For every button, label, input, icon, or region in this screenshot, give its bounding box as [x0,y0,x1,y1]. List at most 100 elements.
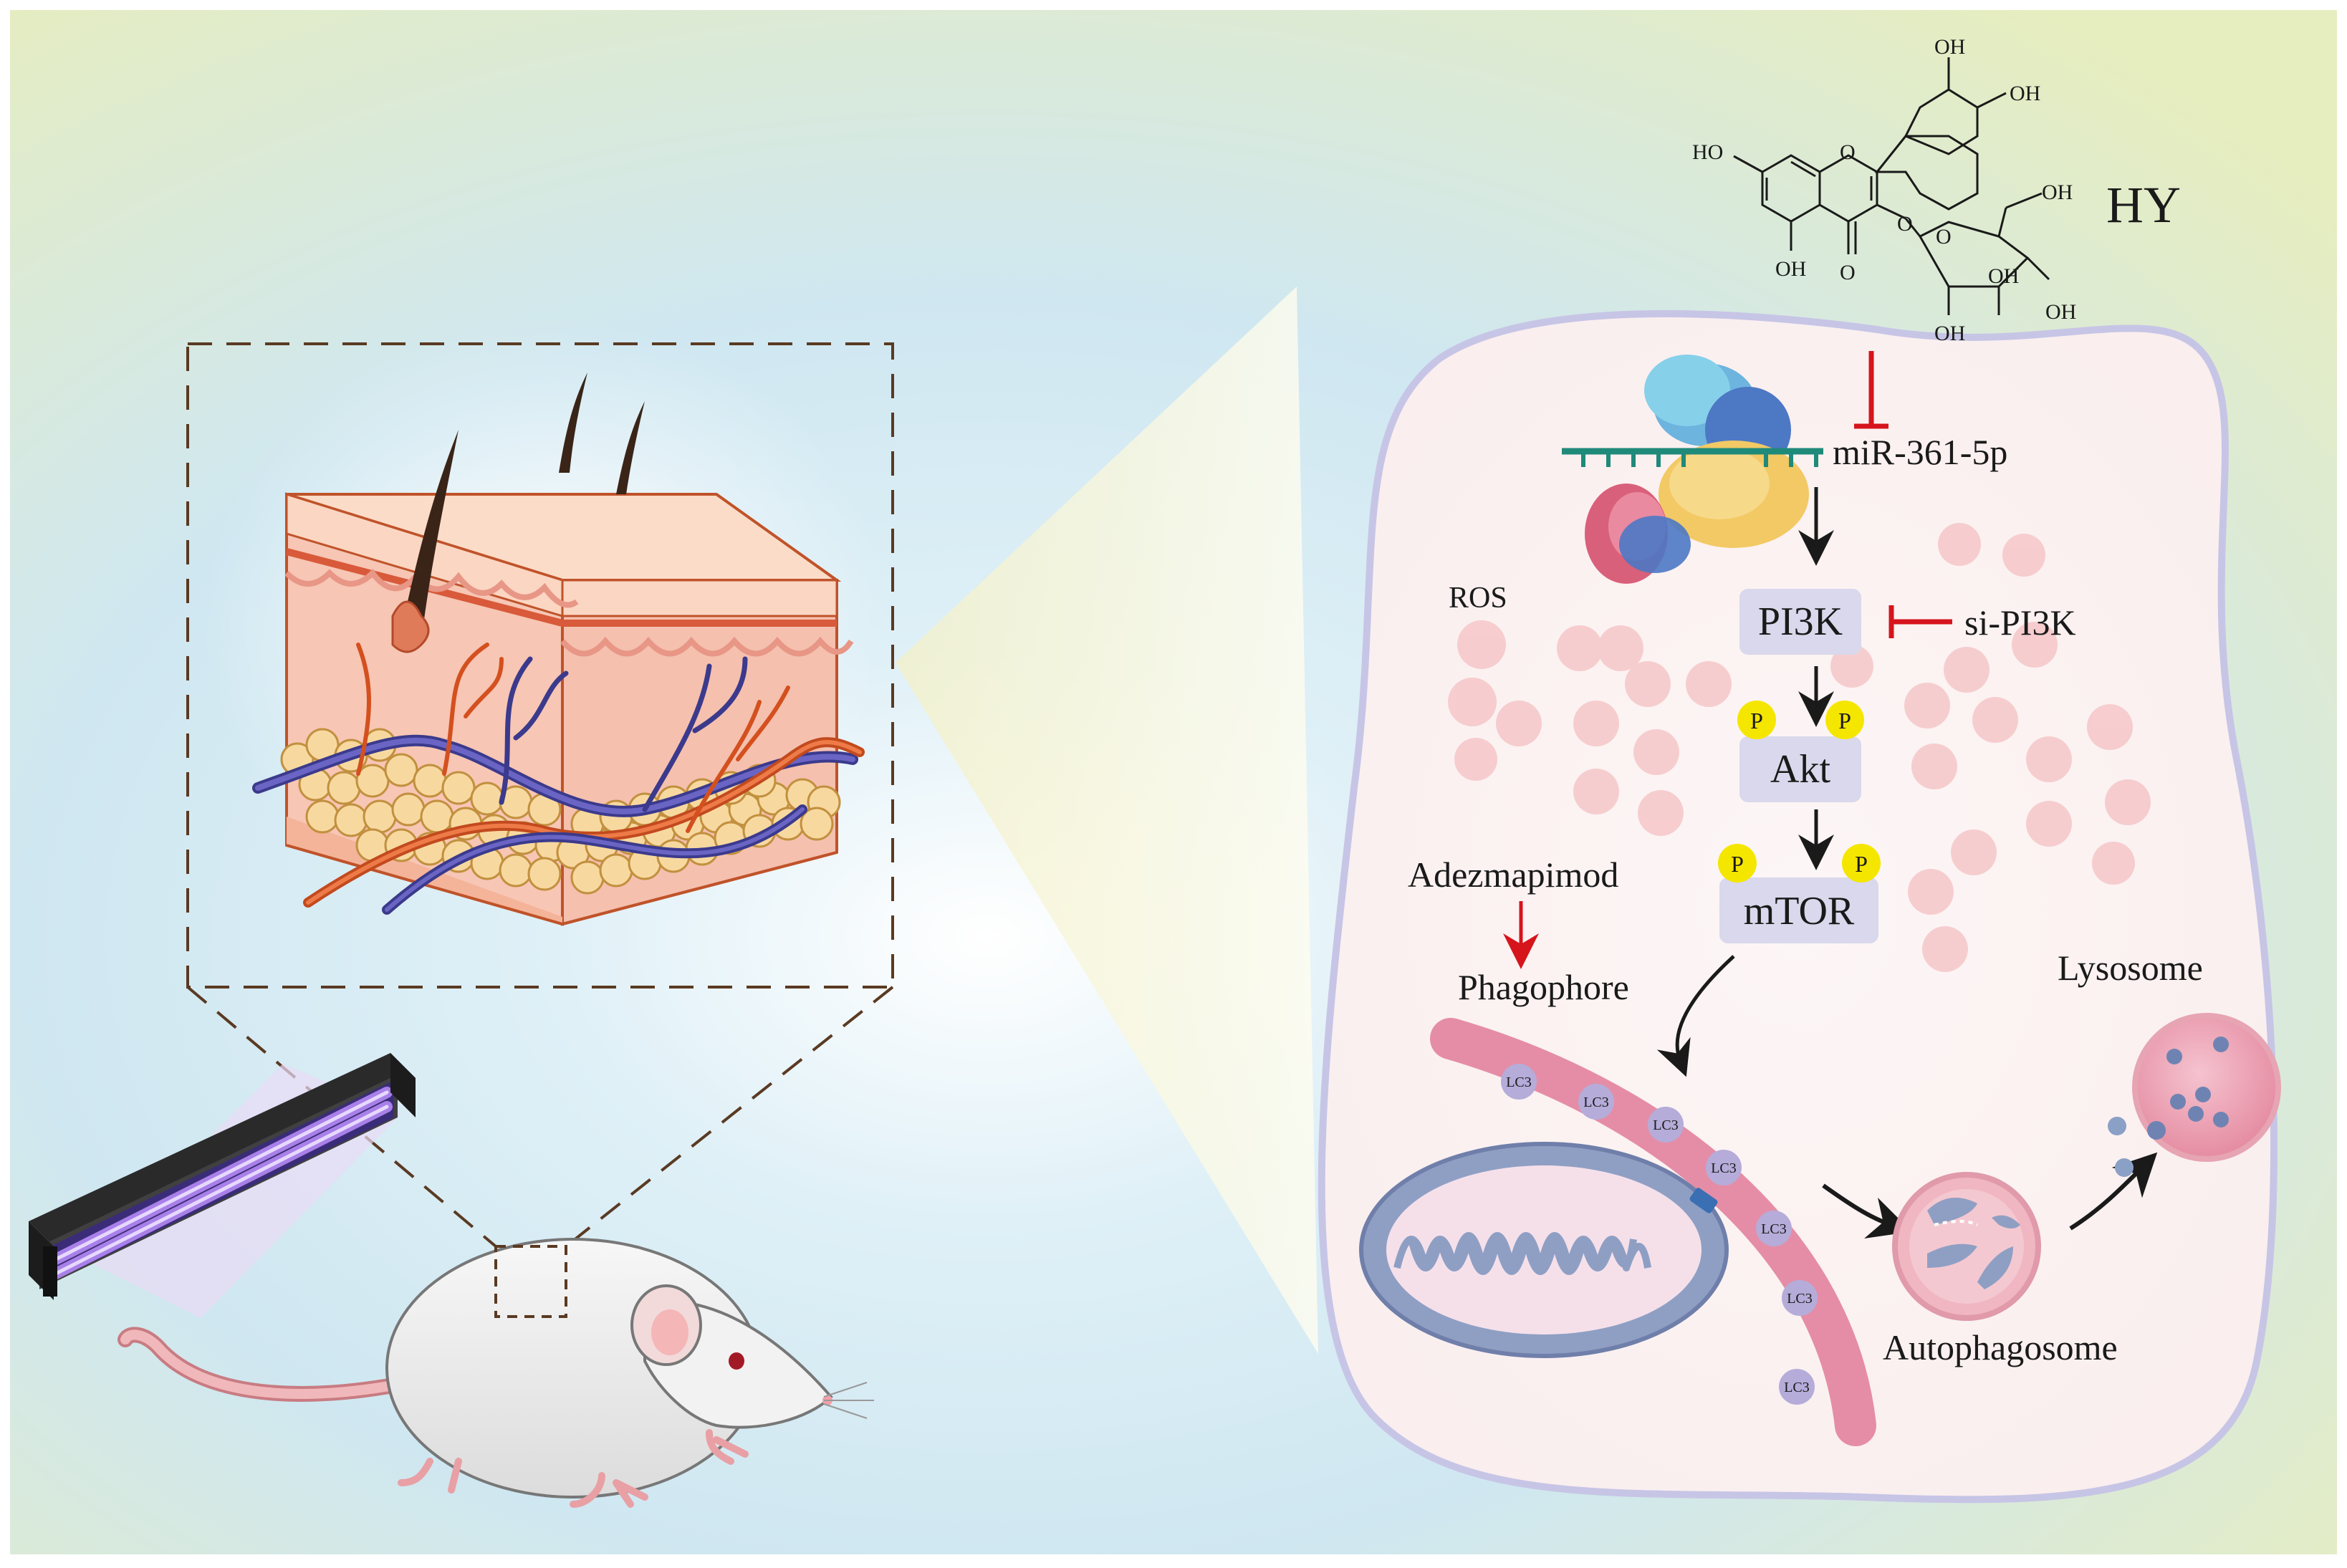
lysosome [2108,1013,2281,1177]
akt-phospho-left-label: P [1750,708,1763,734]
ros-particle [2002,534,2045,577]
hy-label-oh-bottom: OH [1775,257,1806,281]
mitochondrion [1359,1142,1729,1358]
fat-cell [384,753,418,787]
mtor-phospho-right [1842,844,1881,882]
ros-particle [2012,622,2058,668]
akt-phospho-left [1737,701,1776,739]
pi3k-node [1739,589,1861,655]
ros-particle [1598,625,1643,671]
ros-particle [1951,829,1997,875]
lc3-marker [1782,1280,1818,1316]
hy-label-oh-sugar-bottom: OH [1934,322,1965,345]
fat-cell [599,853,633,888]
hy-molecule-labels: HO OH OH O O OH O O OH OH OH OH [1692,35,2076,345]
hy-inhibition [1854,351,1888,429]
mouse-skin-region [494,1245,567,1318]
ros-particle [1938,523,1981,566]
ros-particle [1922,926,1968,972]
ros-particles [1448,523,2151,972]
lc3-marker [1501,1064,1537,1100]
lc3-marker [1756,1211,1792,1246]
hy-label-oh-sugar-top: OH [2042,181,2073,204]
mtor-phospho-right-label: P [1855,851,1868,877]
mtor-phospho-left [1718,844,1757,882]
fat-cell [800,807,834,841]
fat-cell [499,853,533,888]
fat-cell [570,860,605,895]
lysosome-label: Lysosome [2058,948,2203,988]
phagophore-label: Phagophore [1458,967,1629,1007]
lc3-label: LC3 [1583,1095,1609,1110]
autophagosome [1892,1172,2041,1321]
mouse [117,1238,874,1508]
ros-particle [1686,661,1732,707]
hy-label-o-link: O [1897,212,1913,236]
ros-particle [1638,790,1684,836]
ros-particle [2087,704,2133,750]
hy-label-o-keto: O [1840,261,1856,284]
ros-particle [1454,738,1497,781]
ros-particle [1457,620,1506,669]
akt-phospho-right [1825,701,1864,739]
hy-label-o-ring: O [1840,140,1856,164]
ros-particle [1972,697,2018,743]
fat-cell [470,781,504,816]
mirna-label: miR-361-5p [1833,432,2007,472]
ros-particle [1573,769,1619,814]
ros-particle [2026,736,2072,782]
lc3-label: LC3 [1787,1291,1813,1307]
hy-molecule [1733,57,2050,315]
skin-cross-section [186,315,894,1248]
ros-particle [1496,701,1542,746]
hy-compound-name: HY [2106,176,2181,234]
lc3-label: LC3 [1761,1221,1787,1237]
hair-follicle [401,430,459,630]
akt-phospho-right-label: P [1838,708,1851,734]
ros-label: ROS [1449,582,1507,615]
akt-label: Akt [1770,747,1830,792]
hy-label-ho-left: HO [1692,140,1723,164]
fat-cell [391,792,426,827]
arrow-autophagosome-lysosome [2069,1152,2158,1231]
ros-particle [1633,729,1679,775]
fat-cell [305,799,340,834]
ros-particle [1573,701,1619,746]
risc-complex [1562,355,1823,584]
hy-label-oh-right: OH [2010,82,2040,105]
ros-particle [1625,661,1671,707]
fat-cell [355,764,390,798]
ros-particle [1448,678,1497,726]
lc3-label: LC3 [1784,1380,1810,1395]
ros-particle [1911,744,1957,789]
arrow-phagophore-autophagosome [1822,1183,1912,1238]
lc3-marker [1578,1084,1614,1120]
zoom-line-right [565,986,894,1248]
skin-zoom-frame [186,342,894,989]
zoom-beam [896,287,1318,1354]
ros-particle [1908,869,1954,915]
mtor-node [1719,877,1878,943]
pi3k-label: PI3K [1758,600,1843,644]
arrow-mtor-phagophore [1656,955,1735,1077]
mtor-label: mTOR [1744,889,1855,933]
akt-node [1739,736,1861,802]
fat-cell [441,771,476,805]
uv-lamp [29,1053,416,1318]
ros-particle [2105,779,2151,825]
fat-cell [363,799,397,834]
mtor-phospho-left-label: P [1731,851,1744,877]
ros-particle [2092,842,2135,885]
fat-cell [327,771,361,805]
ros-particle [1904,683,1950,728]
lc3-label: LC3 [1653,1117,1679,1133]
lc3-marker [1779,1369,1815,1405]
ros-particle [2026,801,2072,847]
fat-cell [334,803,368,837]
ros-particle [1830,645,1873,688]
lc3-marker [1648,1107,1684,1143]
si-pi3k-label: si-PI3K [1964,602,2076,643]
